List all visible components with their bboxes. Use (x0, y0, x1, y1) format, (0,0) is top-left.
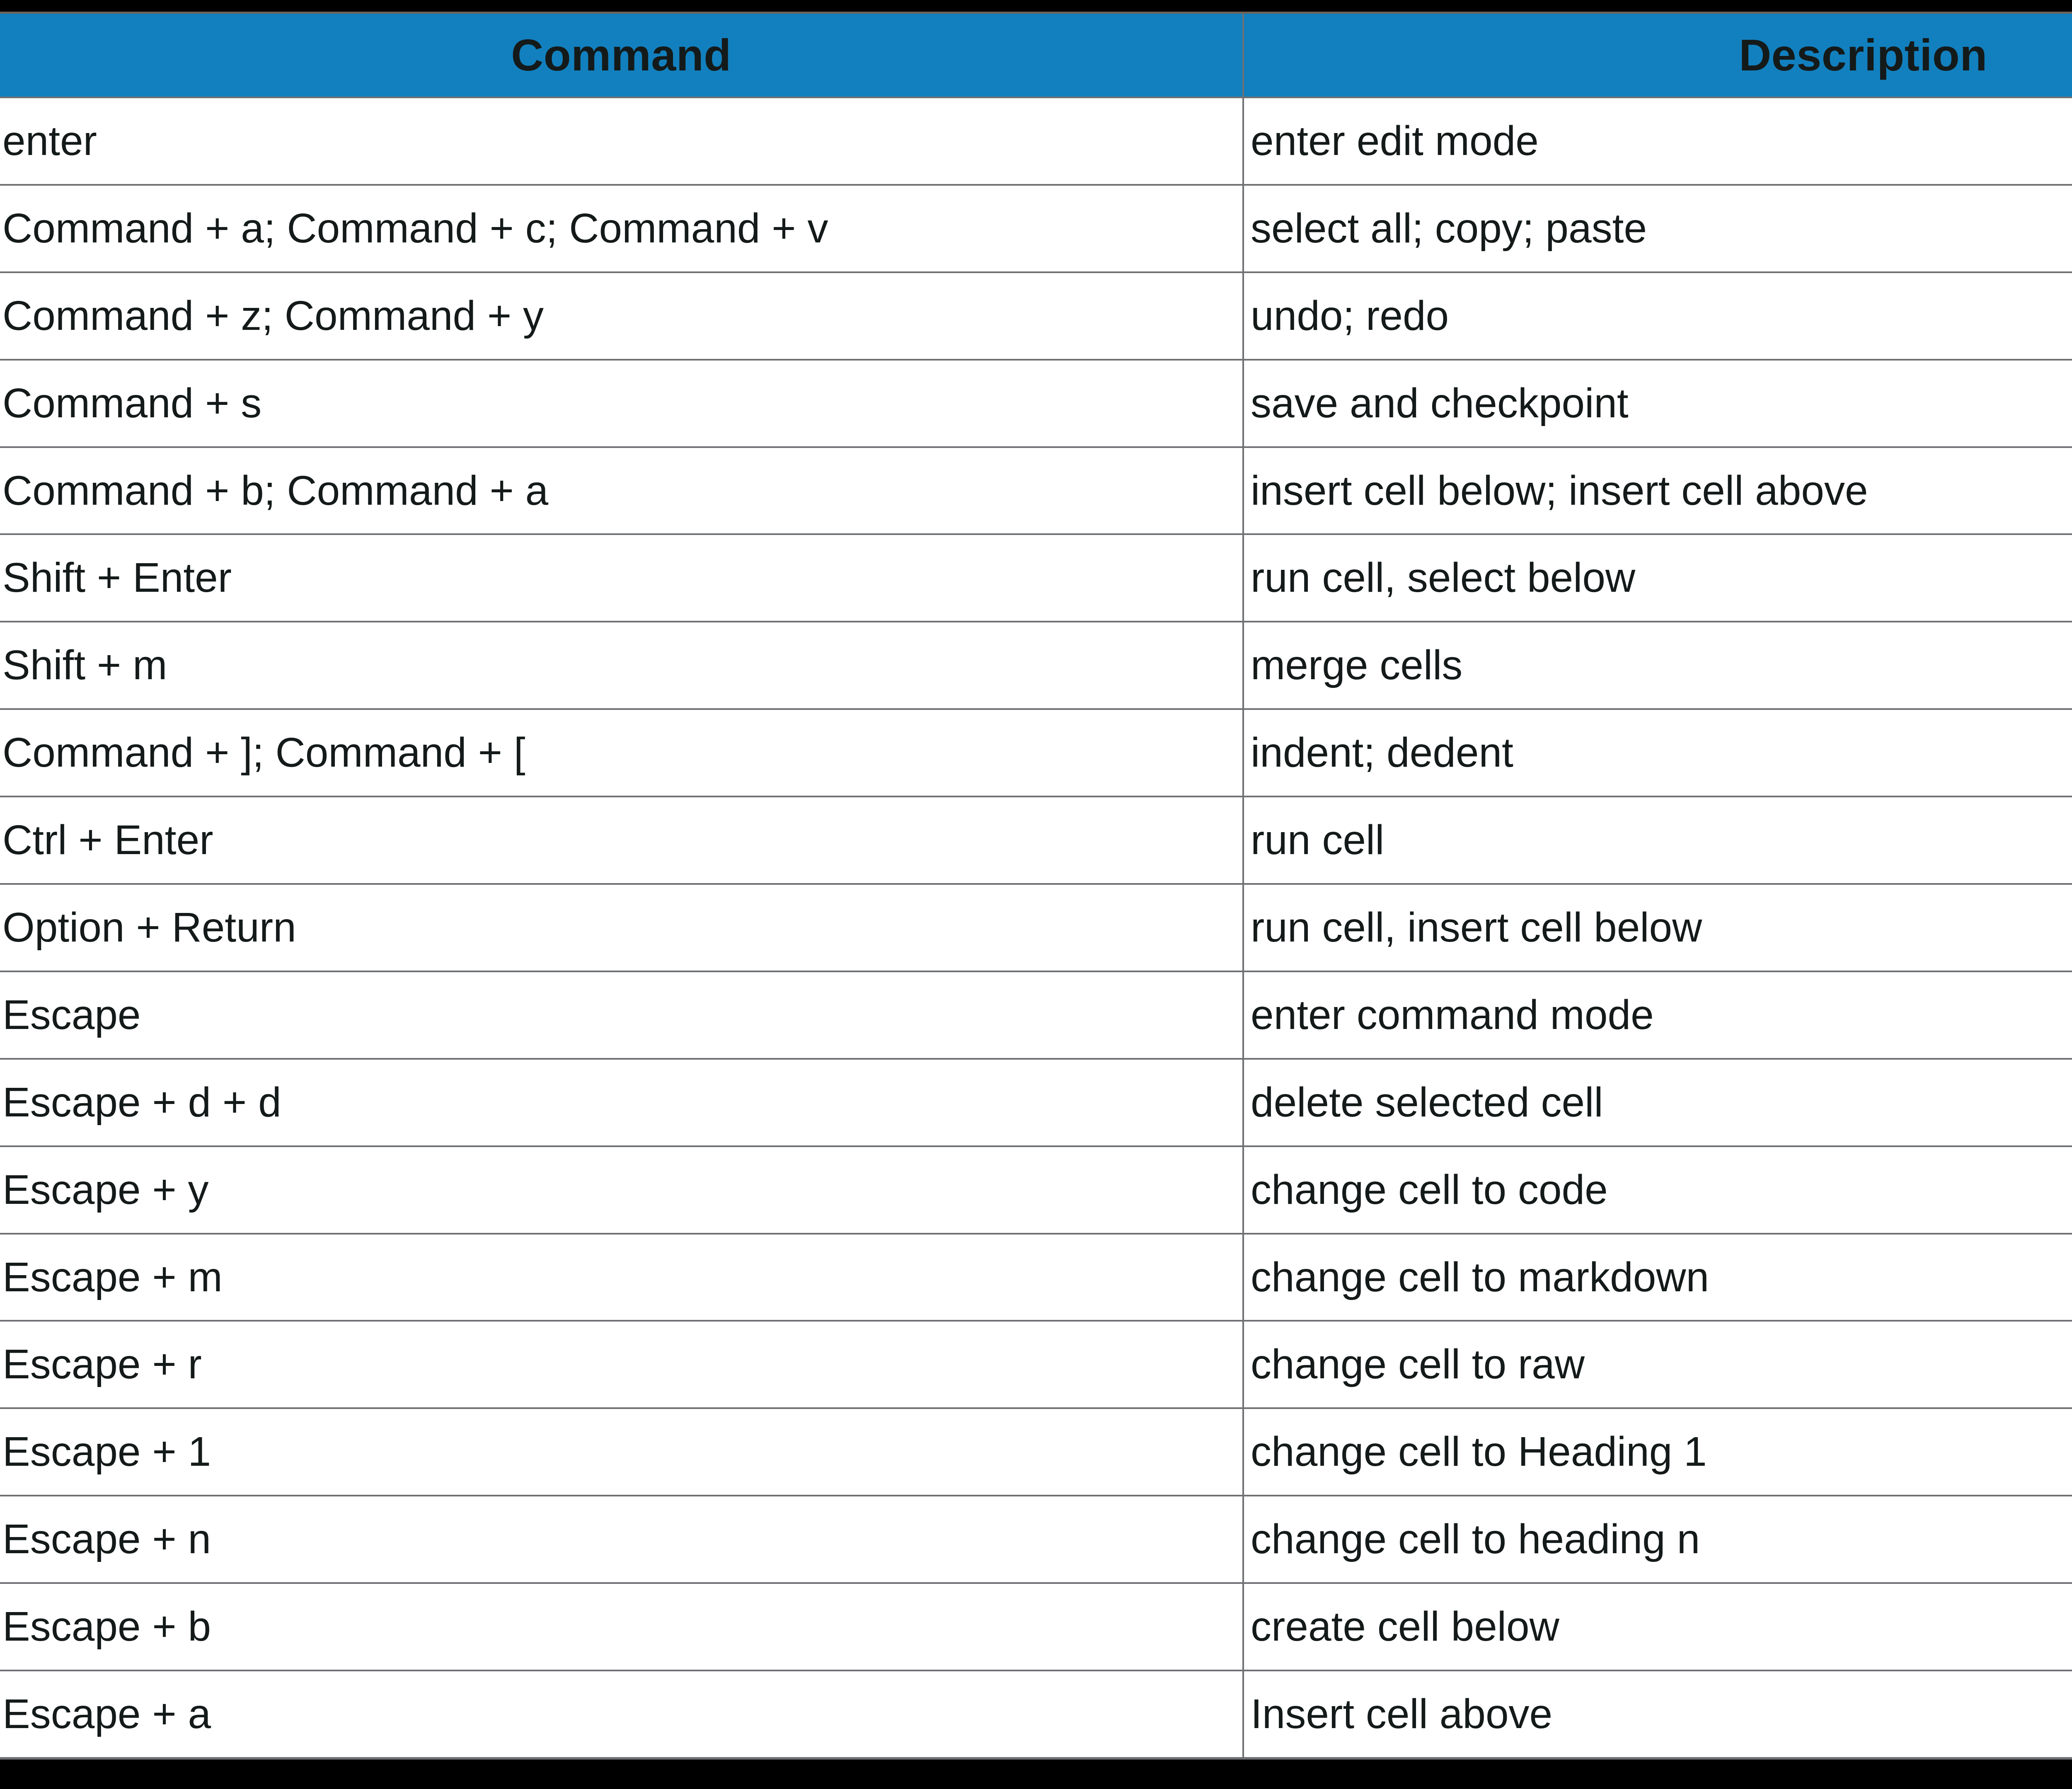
table-header: Command Description (0, 14, 2072, 98)
bottom-black-bar (0, 1760, 2072, 1789)
top-black-bar (0, 0, 2072, 12)
cell-command: Ctrl + Enter (0, 796, 1244, 885)
cell-command: Escape + n (0, 1496, 1244, 1584)
cell-description: change cell to raw (1243, 1321, 2072, 1409)
cell-description: save and checkpoint (1243, 359, 2072, 448)
cell-command: Escape + a (0, 1670, 1244, 1757)
cell-description: run cell, insert cell below (1243, 884, 2072, 972)
cell-command: Command + z; Command + y (0, 272, 1244, 361)
cell-command: Shift + m (0, 622, 1244, 710)
cell-command: Escape + b (0, 1583, 1244, 1672)
column-header-description[interactable]: Description (1243, 14, 2072, 98)
cell-command: Escape + 1 (0, 1408, 1244, 1497)
cell-description: enter edit mode (1243, 97, 2072, 186)
cell-command: Escape + d + d (0, 1058, 1244, 1147)
cell-description: enter command mode (1243, 971, 2072, 1060)
cell-description: delete selected cell (1243, 1058, 2072, 1147)
cell-command: Escape + r (0, 1321, 1244, 1409)
cell-command: Command + a; Command + c; Command + v (0, 184, 1244, 273)
cell-command: Option + Return (0, 884, 1244, 972)
cell-description: change cell to Heading 1 (1243, 1408, 2072, 1497)
cell-description: Insert cell above (1251, 1691, 1553, 1738)
cell-description: select all; copy; paste (1243, 184, 2072, 273)
column-header-command[interactable]: Command (0, 14, 1244, 98)
cell-command: Escape + m (0, 1233, 1244, 1322)
cell-command: enter (0, 97, 1244, 186)
cell-command: Command + b; Command + a (0, 447, 1244, 535)
cell-command: Command + s (0, 359, 1244, 448)
header-row: Command Description (0, 14, 2072, 98)
cell-description: indent; dedent (1243, 709, 2072, 798)
cell-command: Shift + Enter (0, 534, 1244, 623)
cell-description: create cell below (1243, 1583, 2072, 1672)
table-row: Command + ]; Command + [indent; dedent (0, 709, 2072, 798)
cell-command: Escape (0, 971, 1244, 1060)
cell-command: Escape + y (0, 1146, 1244, 1235)
cell-description: run cell (1243, 796, 2072, 885)
cell-description: change cell to heading n (1243, 1496, 2072, 1584)
cell-description: insert cell below; insert cell above (1243, 447, 2072, 535)
cell-description: undo; redo (1243, 272, 2072, 361)
cell-description: change cell to markdown (1243, 1233, 2072, 1322)
cell-description: merge cells (1243, 622, 2072, 710)
cell-description: run cell, select below (1243, 534, 2072, 623)
cell-description: change cell to code (1243, 1146, 2072, 1235)
cell-command: Command + ]; Command + [ (0, 709, 1244, 798)
